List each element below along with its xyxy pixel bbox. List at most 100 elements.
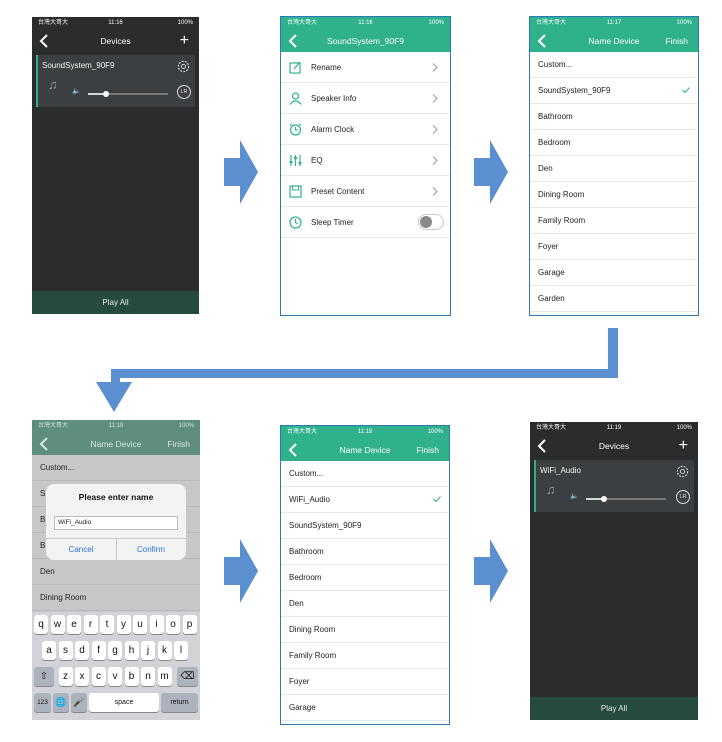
name-option[interactable]: Bathroom <box>530 104 698 130</box>
back-icon[interactable] <box>38 436 52 452</box>
key[interactable]: f <box>91 641 106 660</box>
name-option[interactable]: Bedroom <box>281 565 449 591</box>
volume-slider[interactable] <box>88 90 168 97</box>
sleep-timer-toggle[interactable] <box>418 214 444 230</box>
menu-item-preset-content[interactable]: Preset Content <box>281 176 450 207</box>
key[interactable]: r <box>83 615 98 634</box>
name-option[interactable]: Den <box>281 591 449 617</box>
name-option[interactable]: Custom... <box>281 461 449 487</box>
back-icon[interactable] <box>536 33 550 49</box>
chevron-right-icon <box>432 125 438 134</box>
microphone-icon[interactable]: 🎤 <box>71 693 87 712</box>
key[interactable]: h <box>124 641 139 660</box>
key[interactable]: c <box>91 667 106 686</box>
add-device-button[interactable]: + <box>179 32 189 49</box>
gear-icon[interactable] <box>176 59 191 74</box>
screen-devices-2: 台灣大哥大 11:19 100% Devices + WiFi_Audio ♫ … <box>530 422 698 720</box>
chevron-right-icon <box>432 187 438 196</box>
equalizer-icon <box>289 155 302 166</box>
rename-icon <box>289 61 301 74</box>
key[interactable]: p <box>182 615 197 634</box>
key[interactable]: d <box>75 641 89 660</box>
name-option[interactable]: Garden <box>530 286 698 312</box>
device-card[interactable]: WiFi_Audio ♫ 🔈 LR <box>534 460 694 512</box>
play-all-button[interactable]: Play All <box>530 697 698 720</box>
name-option[interactable]: Bedroom <box>530 130 698 156</box>
numbers-key[interactable]: 123 <box>34 693 51 712</box>
play-all-button[interactable]: Play All <box>32 291 199 314</box>
volume-slider[interactable] <box>586 495 666 502</box>
key[interactable]: y <box>116 615 131 634</box>
add-device-button[interactable]: + <box>678 437 688 454</box>
name-input[interactable]: WiFi_Audio <box>54 516 178 530</box>
name-option[interactable]: Bathroom <box>281 539 449 565</box>
lr-channel-button[interactable]: LR <box>177 85 191 99</box>
key[interactable]: q <box>34 615 48 634</box>
gear-icon[interactable] <box>675 464 690 479</box>
speaker-icon: 🔈 <box>570 493 579 500</box>
name-option[interactable]: Foyer <box>530 234 698 260</box>
delete-key-icon[interactable]: ⌫ <box>177 667 198 686</box>
back-icon[interactable] <box>287 33 301 49</box>
alarm-clock-icon <box>289 123 302 136</box>
menu-item-eq[interactable]: EQ <box>281 145 450 176</box>
cancel-button[interactable]: Cancel <box>68 545 94 554</box>
key[interactable]: s <box>58 641 73 660</box>
name-option[interactable]: Family Room <box>281 643 449 669</box>
right-arrow-icon <box>474 539 508 603</box>
finish-button[interactable]: Finish <box>416 445 439 455</box>
name-option[interactable]: Dining Room <box>281 617 449 643</box>
nav-bar: Name Device Finish <box>32 433 200 455</box>
back-icon[interactable] <box>287 442 301 458</box>
key[interactable]: j <box>141 641 155 660</box>
menu-item-rename[interactable]: Rename <box>281 52 450 83</box>
name-option[interactable]: Family Room <box>530 208 698 234</box>
key[interactable]: g <box>108 641 122 660</box>
space-key[interactable]: space <box>89 693 159 712</box>
name-option[interactable]: Custom... <box>530 52 698 78</box>
name-option[interactable]: SoundSystem_90F9 <box>281 513 449 539</box>
key[interactable]: b <box>124 667 139 686</box>
down-left-arrow-icon <box>96 328 618 412</box>
volume-knob[interactable] <box>601 495 608 502</box>
chevron-right-icon <box>432 94 438 103</box>
name-option[interactable]: Dining Room <box>530 182 698 208</box>
globe-icon[interactable]: 🌐 <box>53 693 69 712</box>
name-option[interactable]: Den <box>530 156 698 182</box>
key[interactable]: x <box>75 667 89 686</box>
name-option[interactable]: Garage <box>281 695 449 721</box>
finish-button[interactable]: Finish <box>665 36 688 46</box>
key[interactable]: t <box>100 615 114 634</box>
menu-item-speaker-info[interactable]: Speaker Info <box>281 83 450 114</box>
device-card[interactable]: SoundSystem_90F9 ♫ 🔈 LR <box>36 55 195 107</box>
key[interactable]: e <box>67 615 81 634</box>
checkmark-icon <box>433 496 441 502</box>
key[interactable]: i <box>149 615 164 634</box>
key[interactable]: z <box>58 667 73 686</box>
key[interactable]: l <box>174 641 188 660</box>
finish-button[interactable]: Finish <box>167 439 190 449</box>
key[interactable]: k <box>157 641 172 660</box>
back-icon[interactable] <box>38 33 52 49</box>
name-option[interactable]: Garage <box>530 260 698 286</box>
return-key[interactable]: return <box>161 693 198 712</box>
chevron-right-icon <box>432 156 438 165</box>
menu-item-alarm-clock[interactable]: Alarm Clock <box>281 114 450 145</box>
key[interactable]: m <box>157 667 172 686</box>
shift-key-icon[interactable]: ⇧ <box>34 667 54 686</box>
key[interactable]: v <box>108 667 122 686</box>
confirm-button[interactable]: Confirm <box>136 545 165 554</box>
back-icon[interactable] <box>536 438 550 454</box>
chevron-right-icon <box>432 63 438 72</box>
name-option[interactable]: Foyer <box>281 669 449 695</box>
name-option[interactable]: WiFi_Audio <box>281 487 449 513</box>
key[interactable]: a <box>42 641 56 660</box>
volume-knob[interactable] <box>103 90 110 97</box>
key[interactable]: o <box>166 615 180 634</box>
save-icon <box>289 185 302 198</box>
key[interactable]: w <box>50 615 65 634</box>
lr-channel-button[interactable]: LR <box>676 490 690 504</box>
name-option[interactable]: SoundSystem_90F9 <box>530 78 698 104</box>
key[interactable]: n <box>141 667 155 686</box>
key[interactable]: u <box>133 615 147 634</box>
